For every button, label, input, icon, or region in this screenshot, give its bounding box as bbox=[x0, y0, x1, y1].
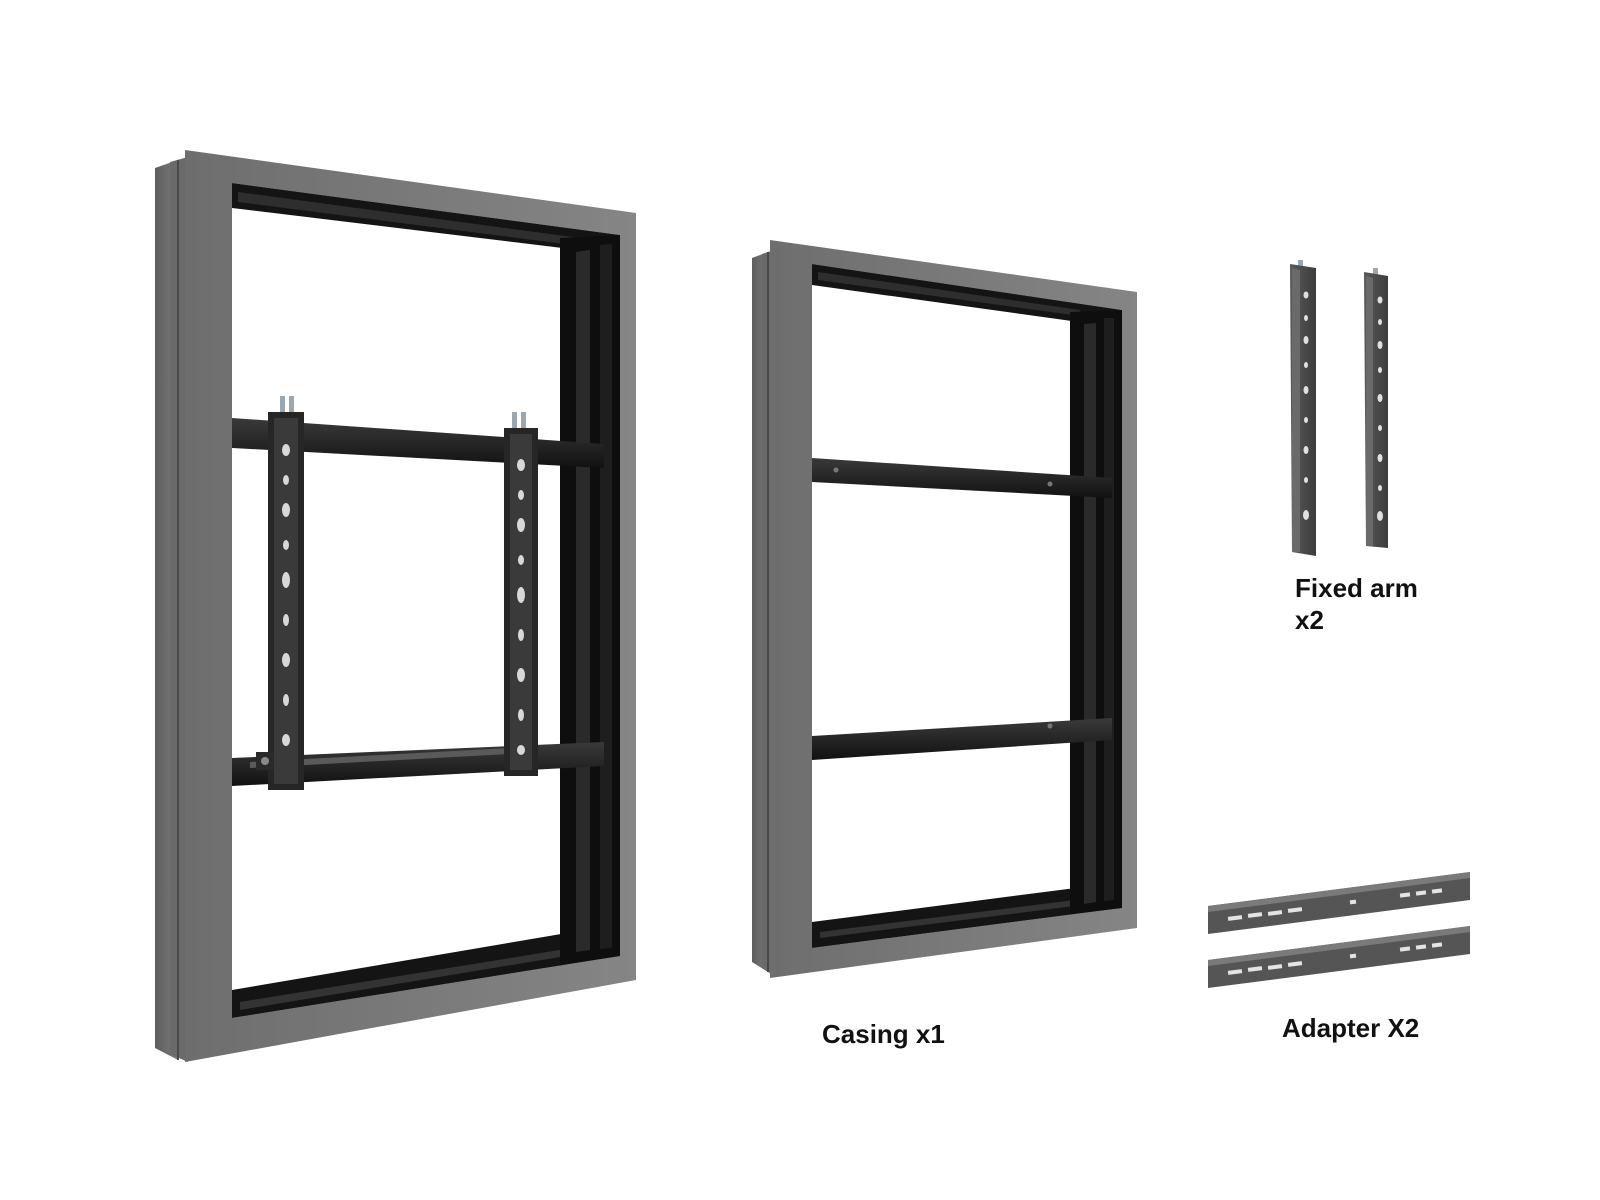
fixed-arm-2 bbox=[1364, 268, 1388, 548]
adapter-caption: Adapter X2 bbox=[1282, 1013, 1420, 1043]
casing-rail bbox=[812, 458, 1112, 498]
fixed-arm-1 bbox=[1290, 260, 1316, 556]
casing-opening bbox=[812, 264, 1122, 948]
casing-opening bbox=[232, 183, 620, 1018]
casing-caption: Casing x1 bbox=[822, 1019, 945, 1049]
mounted-arm-left bbox=[256, 396, 304, 790]
casing-rail bbox=[812, 718, 1112, 760]
adapter-plate-2 bbox=[1208, 926, 1470, 988]
fixed-arm-caption-line2: x2 bbox=[1295, 605, 1324, 635]
fixed-arm-caption-line1: Fixed arm bbox=[1295, 573, 1418, 603]
empty-casing bbox=[752, 240, 1137, 978]
fixed-arm-caption: Fixed arm x2 bbox=[1295, 572, 1418, 636]
assembled-casing bbox=[155, 150, 636, 1062]
adapter-plate-1 bbox=[1208, 872, 1470, 934]
mounted-arm-right bbox=[504, 412, 538, 776]
